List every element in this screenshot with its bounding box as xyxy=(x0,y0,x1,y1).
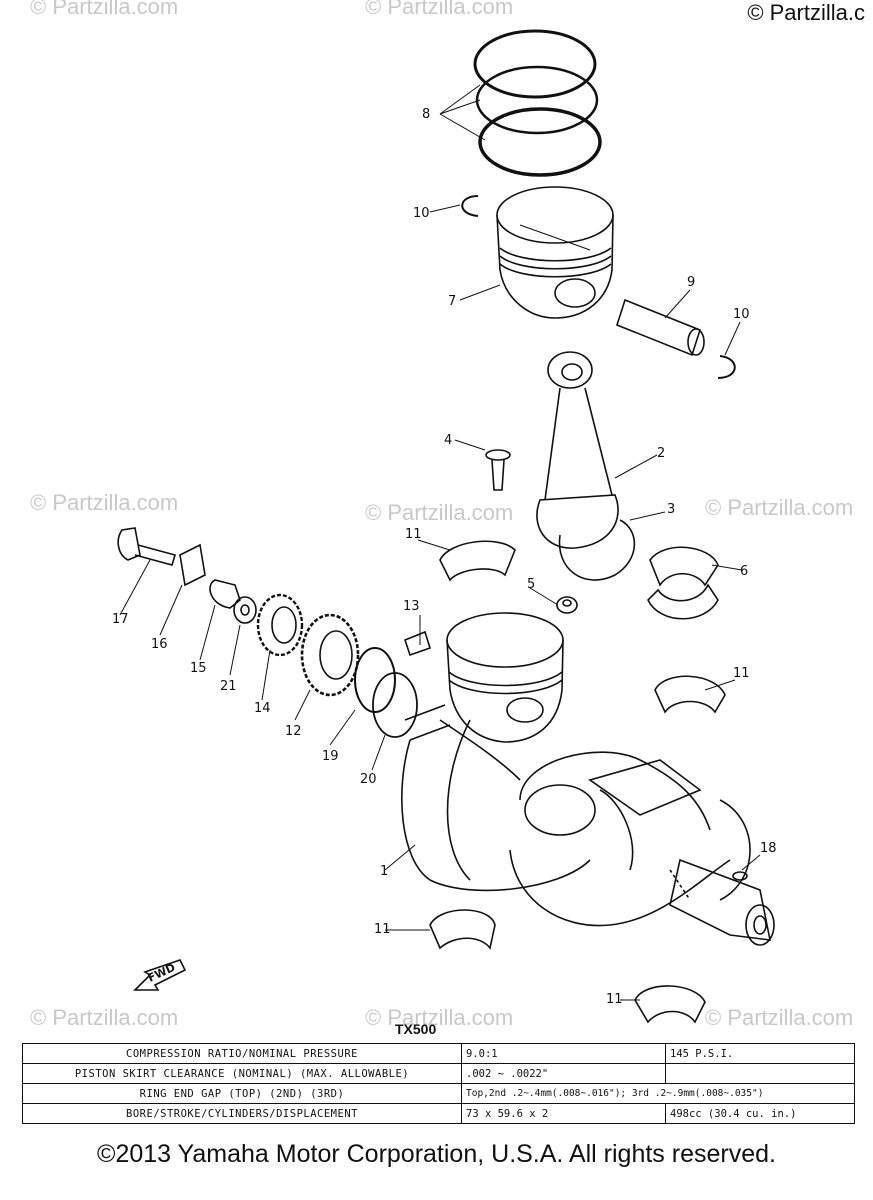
crankshaft[interactable] xyxy=(401,704,775,946)
leader-lines xyxy=(119,84,761,1001)
callout-10-top: 10 xyxy=(413,206,430,221)
callout-3: 3 xyxy=(667,502,675,517)
watermark: © Partzilla.com xyxy=(30,490,179,515)
callout-5: 5 xyxy=(527,577,535,592)
watermark-corner: © Partzilla.c xyxy=(747,0,865,25)
table-row: PISTON SKIRT CLEARANCE (NOMINAL) (MAX. A… xyxy=(22,1063,855,1084)
callout-21: 21 xyxy=(220,679,237,694)
spec-label: PISTON SKIRT CLEARANCE (NOMINAL) (MAX. A… xyxy=(22,1063,462,1084)
o-ring[interactable] xyxy=(372,672,418,738)
crank-bolt[interactable] xyxy=(117,527,177,566)
piston-lower[interactable] xyxy=(446,612,564,743)
rod-cap[interactable] xyxy=(558,519,636,581)
callout-9: 9 xyxy=(687,275,695,290)
watermark: © Partzilla.com xyxy=(30,0,179,19)
primary-gear-small[interactable] xyxy=(256,593,304,657)
callout-16: 16 xyxy=(151,637,168,652)
callout-10-right: 10 xyxy=(733,307,750,322)
spec-value-2 xyxy=(665,1063,855,1084)
callout-11-c: 11 xyxy=(374,922,391,937)
plate-washer[interactable] xyxy=(209,579,241,609)
model-label: TX500 xyxy=(395,1021,437,1037)
spec-value: .002 ~ .0022" xyxy=(461,1063,666,1084)
bearing-upper-left[interactable] xyxy=(439,540,516,582)
callout-1: 1 xyxy=(380,864,388,879)
callout-2: 2 xyxy=(657,446,665,461)
piston-rings[interactable] xyxy=(473,29,602,177)
washer[interactable] xyxy=(233,596,257,624)
watermark: © Partzilla.com xyxy=(365,0,514,19)
callout-4: 4 xyxy=(444,433,452,448)
spec-table: COMPRESSION RATIO/NOMINAL PRESSURE 9.0:1… xyxy=(22,1043,855,1124)
piston-pin[interactable] xyxy=(616,298,705,357)
callout-17: 17 xyxy=(112,612,129,627)
watermark: © Partzilla.com xyxy=(365,500,514,525)
bearing-main-lower-right[interactable] xyxy=(634,985,706,1024)
callout-11-b: 11 xyxy=(733,666,750,681)
circlip-top[interactable] xyxy=(461,195,479,217)
watermark: © Partzilla.com xyxy=(365,1005,514,1030)
primary-gear-large[interactable] xyxy=(300,613,360,697)
spec-label: RING END GAP (TOP) (2ND) (3RD) xyxy=(22,1083,462,1104)
connecting-rod[interactable] xyxy=(536,351,619,549)
bearing-rod-right-lower[interactable] xyxy=(647,583,719,620)
spec-label: COMPRESSION RATIO/NOMINAL PRESSURE xyxy=(22,1043,462,1064)
callout-11-a: 11 xyxy=(405,527,422,542)
callout-20: 20 xyxy=(360,772,377,787)
bearing-rod-right[interactable] xyxy=(649,546,719,587)
exploded-parts-diagram: FWD 8 10 7 9 10 4 2 3 xyxy=(112,29,777,1024)
rod-bolt[interactable] xyxy=(485,449,511,491)
spec-value-2: 498cc (30.4 cu. in.) xyxy=(665,1103,855,1124)
callout-14: 14 xyxy=(254,701,271,716)
piston-upper[interactable] xyxy=(496,186,614,319)
spec-value: 73 x 59.6 x 2 xyxy=(461,1103,666,1124)
callout-18: 18 xyxy=(760,841,777,856)
callout-11-d: 11 xyxy=(606,992,623,1007)
callout-6: 6 xyxy=(740,564,748,579)
callout-13: 13 xyxy=(403,599,420,614)
watermark: © Partzilla.com xyxy=(705,1005,854,1030)
circlip-right[interactable] xyxy=(717,355,736,379)
spec-label: BORE/STROKE/CYLINDERS/DISPLACEMENT xyxy=(22,1103,462,1124)
spec-value-2: 145 P.S.I. xyxy=(665,1043,855,1064)
callout-8: 8 xyxy=(422,107,430,122)
watermark: © Partzilla.com xyxy=(30,1005,179,1030)
collar[interactable] xyxy=(354,647,396,713)
spacer-key[interactable] xyxy=(404,630,431,657)
table-row: COMPRESSION RATIO/NOMINAL PRESSURE 9.0:1… xyxy=(22,1043,855,1064)
callout-19: 19 xyxy=(322,749,339,764)
rod-nut[interactable] xyxy=(556,596,578,614)
copyright-notice: ©2013 Yamaha Motor Corporation, U.S.A. A… xyxy=(97,1140,776,1168)
callout-15: 15 xyxy=(190,661,207,676)
bearing-main-right[interactable] xyxy=(654,675,726,714)
callout-7: 7 xyxy=(448,294,456,309)
spec-value: 9.0:1 xyxy=(461,1043,666,1064)
lock-washer[interactable] xyxy=(179,543,206,587)
table-row: BORE/STROKE/CYLINDERS/DISPLACEMENT 73 x … xyxy=(22,1103,855,1124)
fwd-arrow-icon: FWD xyxy=(133,959,187,991)
bearing-main-lower-left[interactable] xyxy=(429,909,496,950)
watermark: © Partzilla.com xyxy=(705,495,854,520)
woodruff-key[interactable] xyxy=(732,871,748,881)
table-row: RING END GAP (TOP) (2ND) (3RD) Top,2nd .… xyxy=(22,1083,855,1104)
callout-12: 12 xyxy=(285,724,302,739)
spec-value: Top,2nd .2~.4mm(.008~.016"); 3rd .2~.9mm… xyxy=(461,1083,855,1104)
